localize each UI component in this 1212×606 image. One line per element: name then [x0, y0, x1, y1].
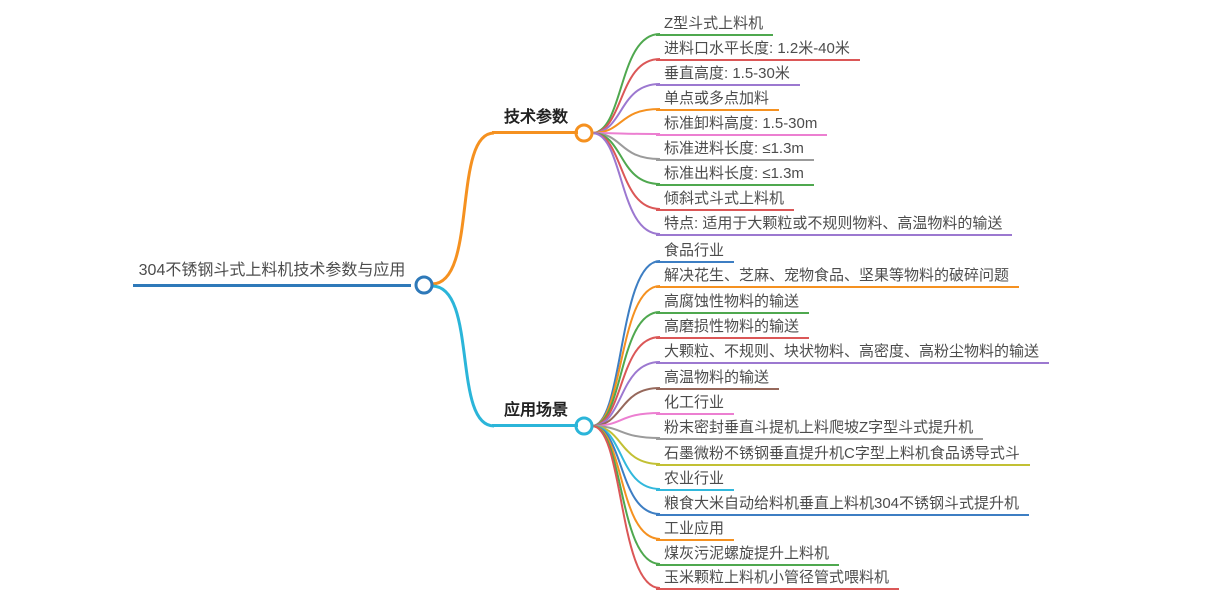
leaf-node[interactable]: 粉末密封垂直斗提机上料爬坡Z字型斗式提升机 — [656, 418, 984, 440]
leaf-curve — [591, 425, 661, 490]
branch-label: 应用场景 — [504, 402, 569, 419]
leaf-curve — [591, 425, 661, 515]
leaf-node[interactable]: 单点或多点加料 — [656, 89, 780, 111]
leaf-node[interactable]: 倾斜式斗式上料机 — [656, 189, 795, 211]
leaf-label: 食品行业 — [664, 242, 725, 259]
leaf-label: 解决花生、芝麻、宠物食品、坚果等物料的破碎问题 — [664, 267, 1010, 284]
leaf-label: 粉末密封垂直斗提机上料爬坡Z字型斗式提升机 — [664, 419, 974, 436]
leaf-curve — [591, 425, 661, 465]
leaf-curve — [591, 108, 661, 134]
leaf-node[interactable]: 玉米颗粒上料机小管径管式喂料机 — [656, 568, 900, 590]
leaf-node[interactable]: 粮食大米自动给料机垂直上料机304不锈钢斗式提升机 — [656, 494, 1030, 516]
leaf-label: 粮食大米自动给料机垂直上料机304不锈钢斗式提升机 — [664, 495, 1020, 512]
leaf-curve — [591, 425, 661, 589]
leaf-node[interactable]: 高磨损性物料的输送 — [656, 317, 810, 339]
leaf-curve — [591, 336, 661, 427]
leaf-label: 石墨微粉不锈钢垂直提升机C字型上料机食品诱导式斗 — [664, 445, 1020, 462]
leaf-node[interactable]: 解决花生、芝麻、宠物食品、坚果等物料的破碎问题 — [656, 266, 1020, 288]
app-collapse-handle[interactable] — [574, 416, 594, 436]
leaf-node[interactable]: 农业行业 — [656, 469, 735, 491]
leaf-label: 高腐蚀性物料的输送 — [664, 293, 800, 310]
leaf-label: 农业行业 — [664, 470, 725, 487]
tech-collapse-handle[interactable] — [574, 123, 594, 143]
root-label: 304不锈钢斗式上料机技术参数与应用 — [138, 262, 406, 279]
root-node[interactable]: 304不锈钢斗式上料机技术参数与应用 — [133, 260, 411, 287]
leaf-curve — [591, 132, 661, 185]
leaf-label: 煤灰污泥螺旋提升上料机 — [664, 545, 830, 562]
leaf-curve — [591, 132, 661, 210]
leaf-curve — [591, 132, 661, 160]
leaf-node[interactable]: 特点: 适用于大颗粒或不规则物料、高温物料的输送 — [656, 214, 1013, 236]
leaf-node[interactable]: 化工行业 — [656, 393, 735, 415]
leaf-label: 化工行业 — [664, 394, 725, 411]
leaf-label: 大颗粒、不规则、块状物料、高密度、高粉尘物料的输送 — [664, 343, 1040, 360]
branch-node-app-scenarios[interactable]: 应用场景 — [492, 400, 579, 427]
leaf-curve — [591, 33, 661, 134]
leaf-node[interactable]: 高温物料的输送 — [656, 368, 780, 390]
branch-label: 技术参数 — [504, 109, 569, 126]
leaf-node[interactable]: 标准进料长度: ≤1.3m — [656, 139, 814, 161]
leaf-node[interactable]: 工业应用 — [656, 519, 735, 541]
leaf-curve — [591, 311, 661, 427]
leaf-curve — [591, 132, 661, 235]
leaf-node[interactable]: 食品行业 — [656, 241, 735, 263]
leaf-label: 标准出料长度: ≤1.3m — [664, 165, 804, 182]
leaf-label: 高磨损性物料的输送 — [664, 318, 800, 335]
leaf-curve — [591, 285, 661, 427]
leaf-curve — [591, 58, 661, 134]
leaf-node[interactable]: 煤灰污泥螺旋提升上料机 — [656, 544, 840, 566]
leaf-node[interactable]: 标准出料长度: ≤1.3m — [656, 164, 814, 186]
root-collapse-handle[interactable] — [414, 275, 434, 295]
leaf-label: 特点: 适用于大颗粒或不规则物料、高温物料的输送 — [664, 215, 1003, 232]
leaf-node[interactable]: Z型斗式上料机 — [656, 14, 774, 36]
leaf-label: 玉米颗粒上料机小管径管式喂料机 — [664, 569, 890, 586]
branch-curve-app — [431, 284, 495, 428]
leaf-curve — [591, 132, 661, 135]
leaf-node[interactable]: 标准卸料高度: 1.5-30m — [656, 114, 828, 136]
leaf-curve — [591, 260, 661, 427]
leaf-curve — [591, 412, 661, 427]
leaf-label: 垂直高度: 1.5-30米 — [664, 65, 790, 82]
leaf-label: 单点或多点加料 — [664, 90, 770, 107]
leaf-curve — [591, 83, 661, 134]
leaf-label: 进料口水平长度: 1.2米-40米 — [664, 40, 850, 57]
leaf-node[interactable]: 高腐蚀性物料的输送 — [656, 292, 810, 314]
leaf-label: 高温物料的输送 — [664, 369, 770, 386]
leaf-curve — [591, 425, 661, 565]
leaf-label: Z型斗式上料机 — [664, 15, 764, 32]
leaf-label: 标准进料长度: ≤1.3m — [664, 140, 804, 157]
leaf-curve — [591, 425, 661, 439]
leaf-curve — [591, 387, 661, 427]
leaf-curve — [591, 425, 661, 540]
leaf-node[interactable]: 进料口水平长度: 1.2米-40米 — [656, 39, 860, 61]
branch-curve-tech — [431, 131, 495, 286]
leaf-node[interactable]: 石墨微粉不锈钢垂直提升机C字型上料机食品诱导式斗 — [656, 444, 1030, 466]
leaf-label: 工业应用 — [664, 520, 725, 537]
branch-node-tech-params[interactable]: 技术参数 — [492, 107, 579, 134]
leaf-node[interactable]: 垂直高度: 1.5-30米 — [656, 64, 800, 86]
leaf-label: 标准卸料高度: 1.5-30m — [664, 115, 818, 132]
leaf-curve — [591, 361, 661, 427]
leaf-node[interactable]: 大颗粒、不规则、块状物料、高密度、高粉尘物料的输送 — [656, 342, 1050, 364]
leaf-label: 倾斜式斗式上料机 — [664, 190, 785, 207]
